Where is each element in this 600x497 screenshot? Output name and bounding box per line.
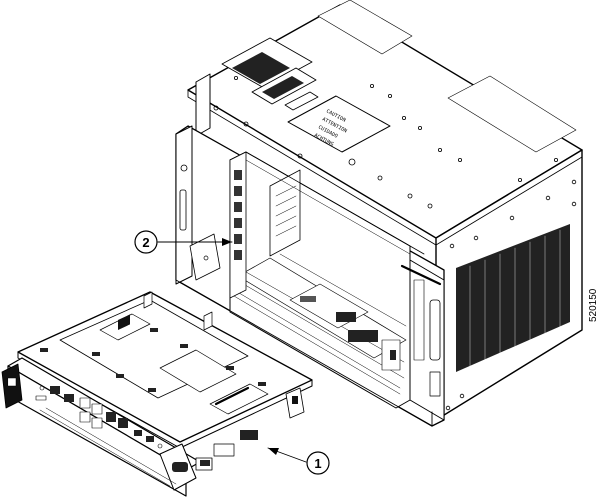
faceplate-ports bbox=[35, 385, 163, 449]
top-vent-left bbox=[317, 0, 413, 55]
top-vent-right bbox=[447, 75, 577, 153]
chassis: CAUTION ATTENTION CUIDADO ACHTUNG bbox=[175, 0, 583, 427]
left-inner-vents bbox=[234, 170, 242, 260]
side-vent-mesh bbox=[456, 224, 570, 372]
top-label-plates bbox=[221, 37, 319, 111]
callout-1-label: 1 bbox=[314, 456, 321, 471]
callout-1-circle bbox=[306, 451, 330, 475]
chassis-rear-flange bbox=[195, 73, 211, 137]
callout-1: 1 bbox=[267, 447, 330, 475]
internal-modules bbox=[289, 283, 401, 371]
top-screws bbox=[213, 76, 559, 209]
callout-2-circle bbox=[134, 230, 158, 254]
card-rails bbox=[233, 253, 407, 395]
line-card-module bbox=[1, 291, 313, 497]
caution-label: CAUTION ATTENTION CUIDADO ACHTUNG bbox=[287, 95, 391, 153]
callout-2-label: 2 bbox=[142, 235, 149, 250]
figure-id: 520150 bbox=[588, 288, 599, 322]
callout-2: 2 bbox=[134, 230, 233, 254]
